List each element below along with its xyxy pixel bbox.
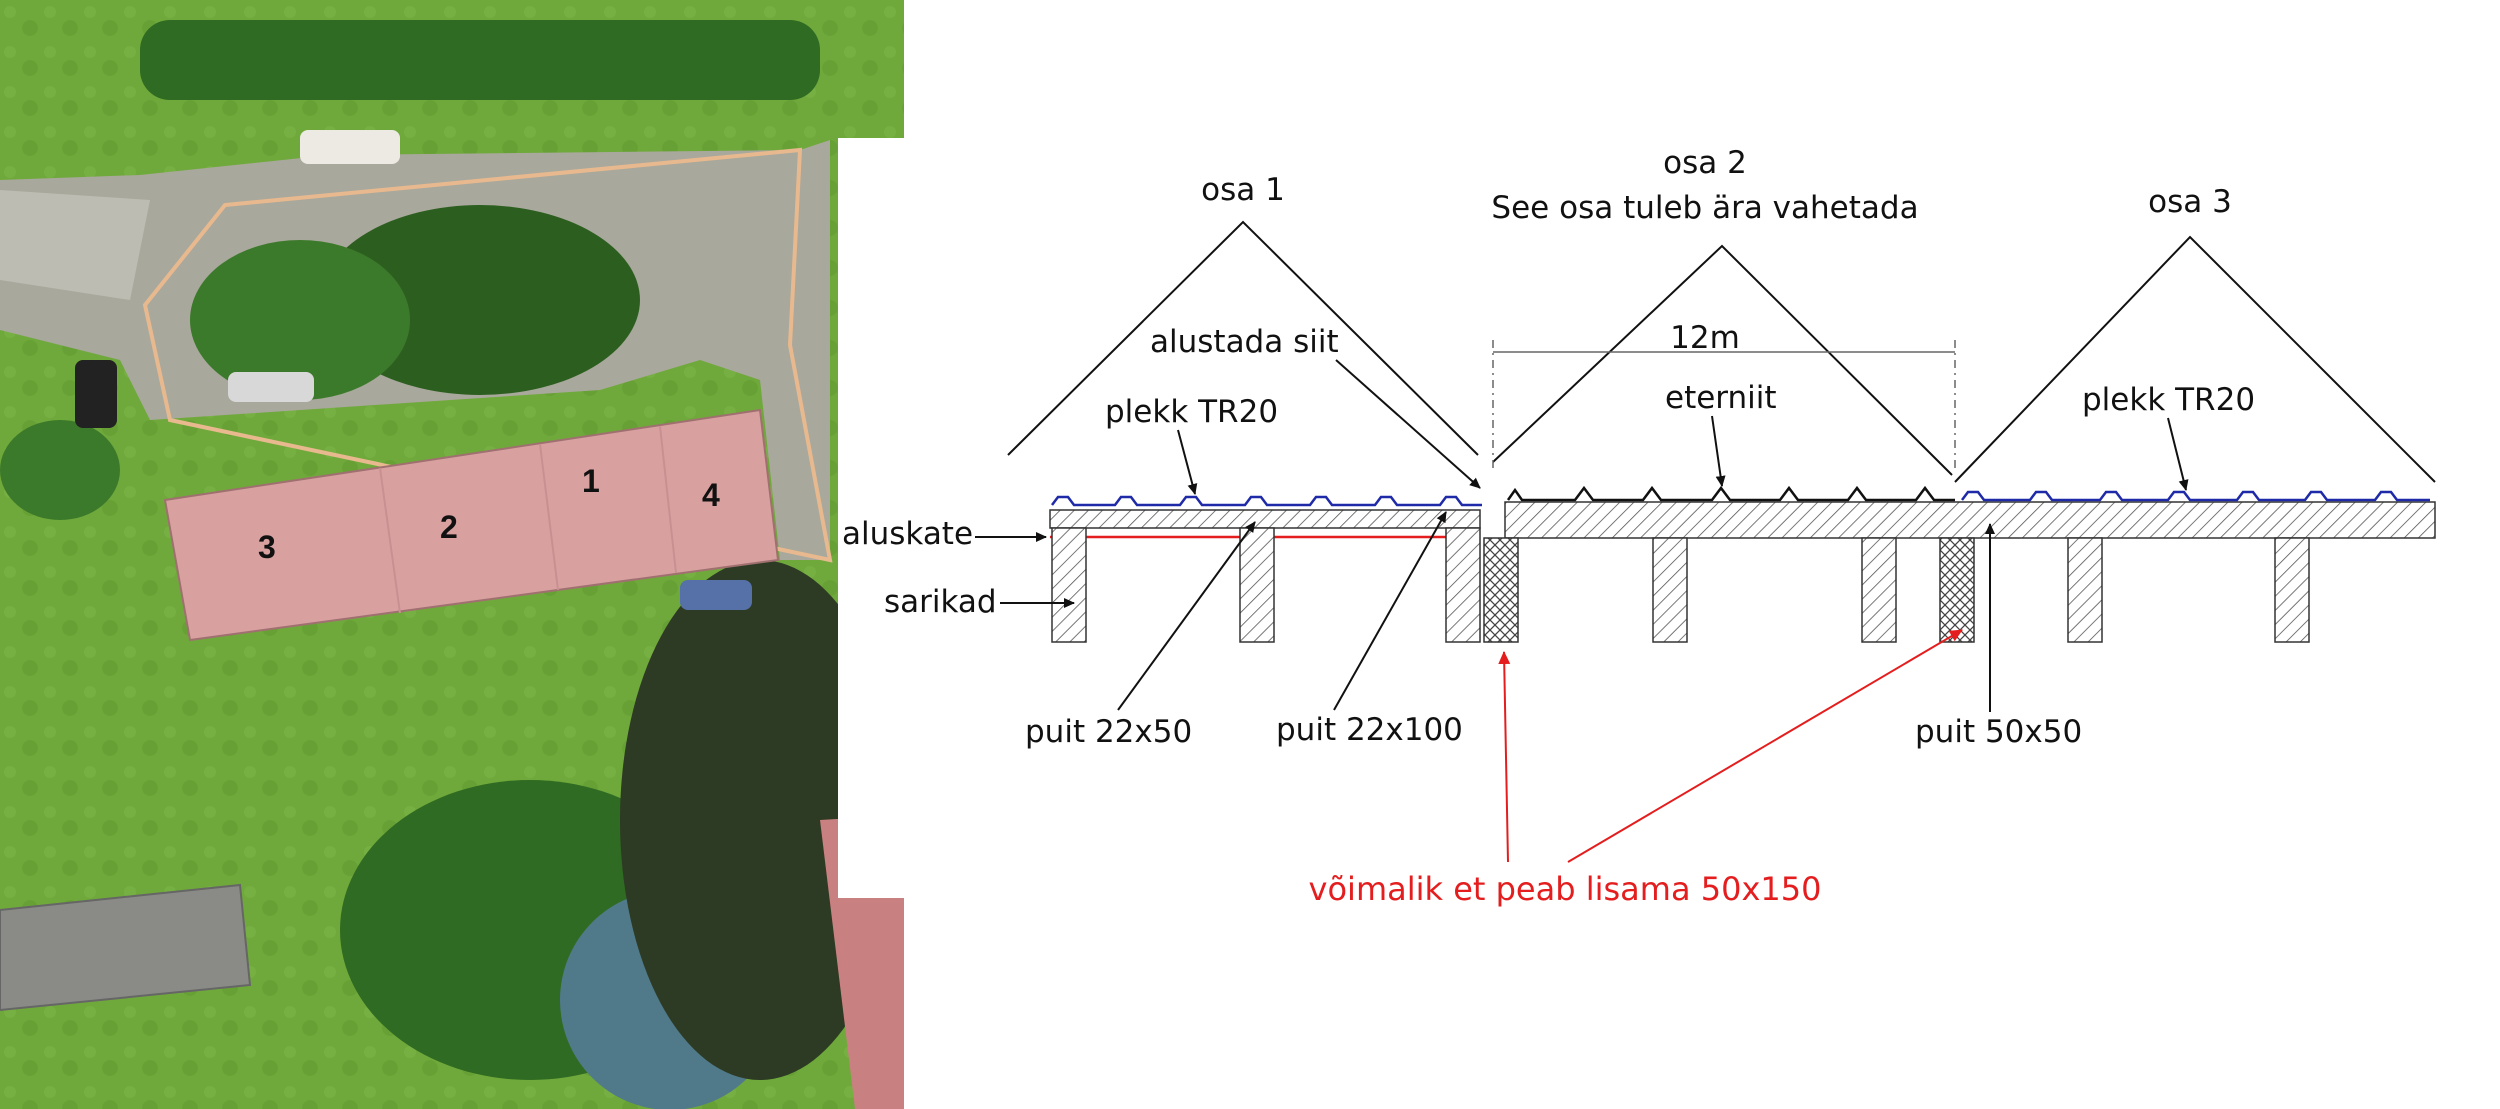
aerial-photo: 3 2 1 4 [0,0,904,1109]
section-2-title: osa 2 [1663,145,1747,181]
batten-50x50-label: puit 50x50 [1915,714,2082,750]
shadow-area [620,560,900,1080]
rafter [1051,527,1087,643]
sheet-middle-label: eterniit [1665,380,1777,416]
start-here-arrow [1335,359,1481,489]
rafter [1239,527,1275,643]
building-number-2: 2 [440,509,458,545]
rafter [2067,537,2103,643]
roof-section-divider [379,467,401,614]
sheet-right-arrow [2167,417,2189,491]
tree-cluster [190,240,410,400]
building-number-1: 1 [582,463,600,499]
rafters-label: sarikad [884,584,997,620]
start-here-label: alustada siit [1150,324,1339,360]
batten-22x100-label: puit 22x100 [1276,712,1463,748]
section-1-title: osa 1 [1201,172,1285,208]
eternit-sheet-middle [1506,485,1955,502]
building-roof [163,408,780,642]
section-2-note: See osa tuleb ära vahetada [1491,190,1918,226]
hedge-top [140,20,820,100]
gable-outline-section-2 [1492,244,1953,476]
parked-car [680,580,752,610]
rafter [1445,527,1481,643]
parked-car [300,130,400,164]
building-number-4: 4 [702,477,720,513]
sheet-metal-right [1961,490,2430,502]
roof-section-divider [539,443,559,591]
sheet-metal-left [1051,495,1482,507]
sheet-middle-arrow [1711,415,1726,487]
parked-car [75,360,117,428]
sheet-left-label: plekk TR20 [1105,394,1278,430]
dimension-label: 12m [1670,320,1740,356]
rafter-added [1483,537,1519,643]
section-3-title: osa 3 [2148,184,2232,220]
white-mask [838,138,904,898]
add-beam-note: võimalik et peab lisama 50x150 [1309,870,1822,908]
parked-car [228,372,314,402]
neighbor-building [0,883,252,1012]
gable-outline-section-1 [1007,220,1479,456]
batten-22x50-label: puit 22x50 [1025,714,1192,750]
roof-section-divider [659,425,677,574]
rafter [1861,537,1897,643]
underlay-board-left [1049,509,1481,529]
tree-cluster [0,420,120,520]
rafter [2274,537,2310,643]
building-number-3: 3 [258,529,276,565]
batten-22x50-arrow [1117,521,1256,711]
gable-outline-section-3 [1954,235,2436,483]
rafter-added [1939,537,1975,643]
add-beam-arrow-right [1567,629,1963,863]
roof-decking [1504,501,2436,539]
underlay-label: aluskate [842,516,973,552]
driveway [0,190,150,300]
add-beam-arrow-left [1498,651,1511,863]
batten-22x100-arrow [1333,511,1447,711]
sheet-left-arrow [1177,429,1198,495]
property-boundary [142,147,833,563]
sheet-right-label: plekk TR20 [2082,382,2255,418]
rafter [1652,537,1688,643]
